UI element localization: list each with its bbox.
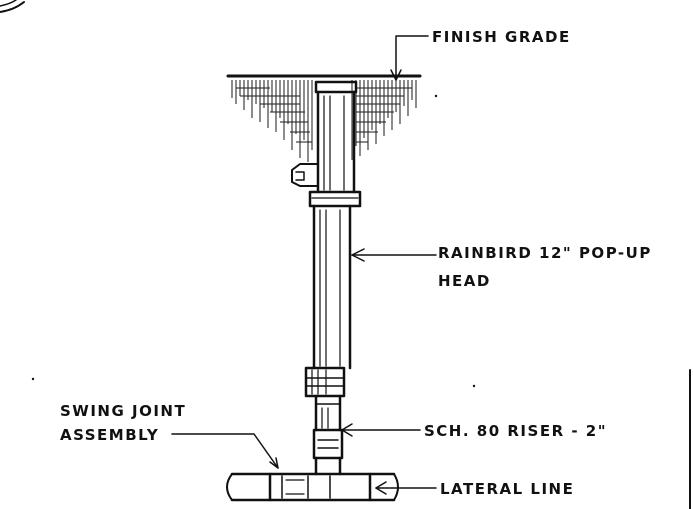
head-label-line1: RAINBIRD 12" POP-UP — [438, 244, 652, 262]
finish-grade-label: FINISH GRADE — [432, 28, 571, 46]
riser-label: SCH. 80 RISER - 2" — [424, 422, 607, 440]
corner-stamp — [0, 0, 25, 13]
swing-joint-label-line1: SWING JOINT — [60, 402, 186, 420]
head-leader — [351, 248, 437, 262]
lateral-line-leader — [375, 481, 437, 495]
pencil-dots — [31, 94, 476, 388]
finish-grade-leader — [390, 35, 429, 81]
swing-joint-label-line2: ASSEMBLY — [60, 426, 159, 444]
pop-up-head — [291, 80, 362, 398]
soil-section — [226, 74, 422, 162]
riser — [314, 394, 342, 432]
swing-joint — [268, 428, 372, 502]
lateral-line-pipe — [226, 472, 399, 502]
head-label-line2: HEAD — [438, 272, 491, 290]
lateral-line-label: LATERAL LINE — [440, 480, 574, 498]
riser-leader — [341, 423, 421, 437]
swing-joint-leader — [171, 433, 279, 469]
